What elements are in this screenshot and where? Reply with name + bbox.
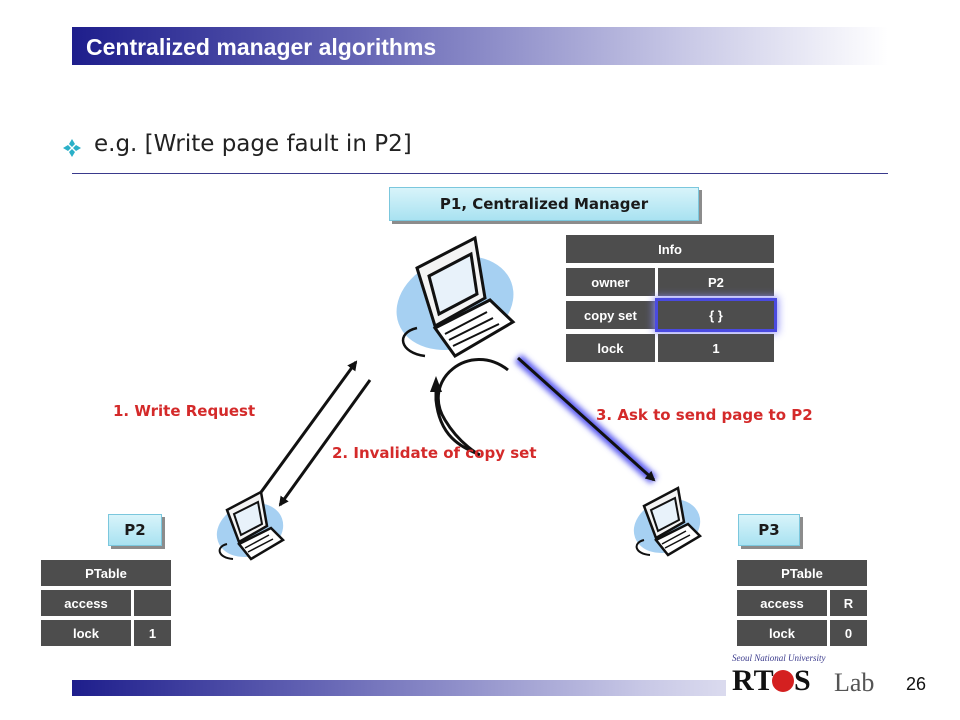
manager-label: P1, Centralized Manager	[389, 187, 699, 221]
p3-computer-icon	[633, 486, 703, 557]
p3-value-lock: 0	[830, 620, 867, 646]
send-page-arrow	[516, 356, 656, 482]
info-key-owner: owner	[566, 268, 655, 296]
page-number: 26	[906, 674, 927, 694]
info-value-owner: P2	[657, 268, 774, 296]
invalidate-loop-arrow	[434, 358, 509, 457]
title-bar	[72, 27, 888, 65]
info-table-header: Info	[566, 235, 774, 263]
p2-value-access	[134, 590, 171, 616]
p3-value-access: R	[830, 590, 867, 616]
slide-title: Centralized manager algorithms	[86, 34, 437, 60]
diamond-bullet-icon	[63, 139, 81, 157]
info-value-lock: 1	[657, 334, 774, 362]
p3-label: P3	[738, 514, 800, 546]
p3-ptable: PTable access R lock 0	[734, 556, 870, 650]
info-key-copy-set: copy set	[566, 301, 655, 329]
p2-ptable: PTable access lock 1	[38, 556, 174, 650]
step2-label: 2. Invalidate of copy set	[332, 444, 537, 462]
p3-key-lock: lock	[737, 620, 827, 646]
p2-key-lock: lock	[41, 620, 131, 646]
footer-bar	[72, 680, 888, 696]
reply-arrow	[278, 379, 372, 507]
p2-value-lock: 1	[134, 620, 171, 646]
manager-computer-icon	[396, 235, 516, 358]
write-request-arrow	[246, 360, 358, 511]
step3-label: 3. Ask to send page to P2	[596, 406, 813, 424]
logo-rt: RT	[732, 664, 775, 697]
divider	[72, 173, 888, 174]
info-key-lock: lock	[566, 334, 655, 362]
info-value-copy-set: { }	[657, 301, 774, 329]
p2-computer-icon	[216, 490, 286, 561]
p3-key-access: access	[737, 590, 827, 616]
rtos-lab-logo	[726, 652, 888, 700]
info-table: Info owner P2 copy set { } lock 1	[563, 230, 777, 367]
logo-lab: Lab	[834, 668, 875, 697]
step1-label: 1. Write Request	[113, 402, 256, 420]
logo-university: Seoul National University	[732, 653, 826, 663]
p2-ptable-header: PTable	[41, 560, 171, 586]
p2-label: P2	[108, 514, 162, 546]
slide-subtitle: e.g. [Write page fault in P2]	[94, 131, 412, 157]
logo-s: S	[794, 664, 811, 697]
logo-dot-icon	[772, 670, 794, 692]
p2-key-access: access	[41, 590, 131, 616]
p3-ptable-header: PTable	[737, 560, 867, 586]
